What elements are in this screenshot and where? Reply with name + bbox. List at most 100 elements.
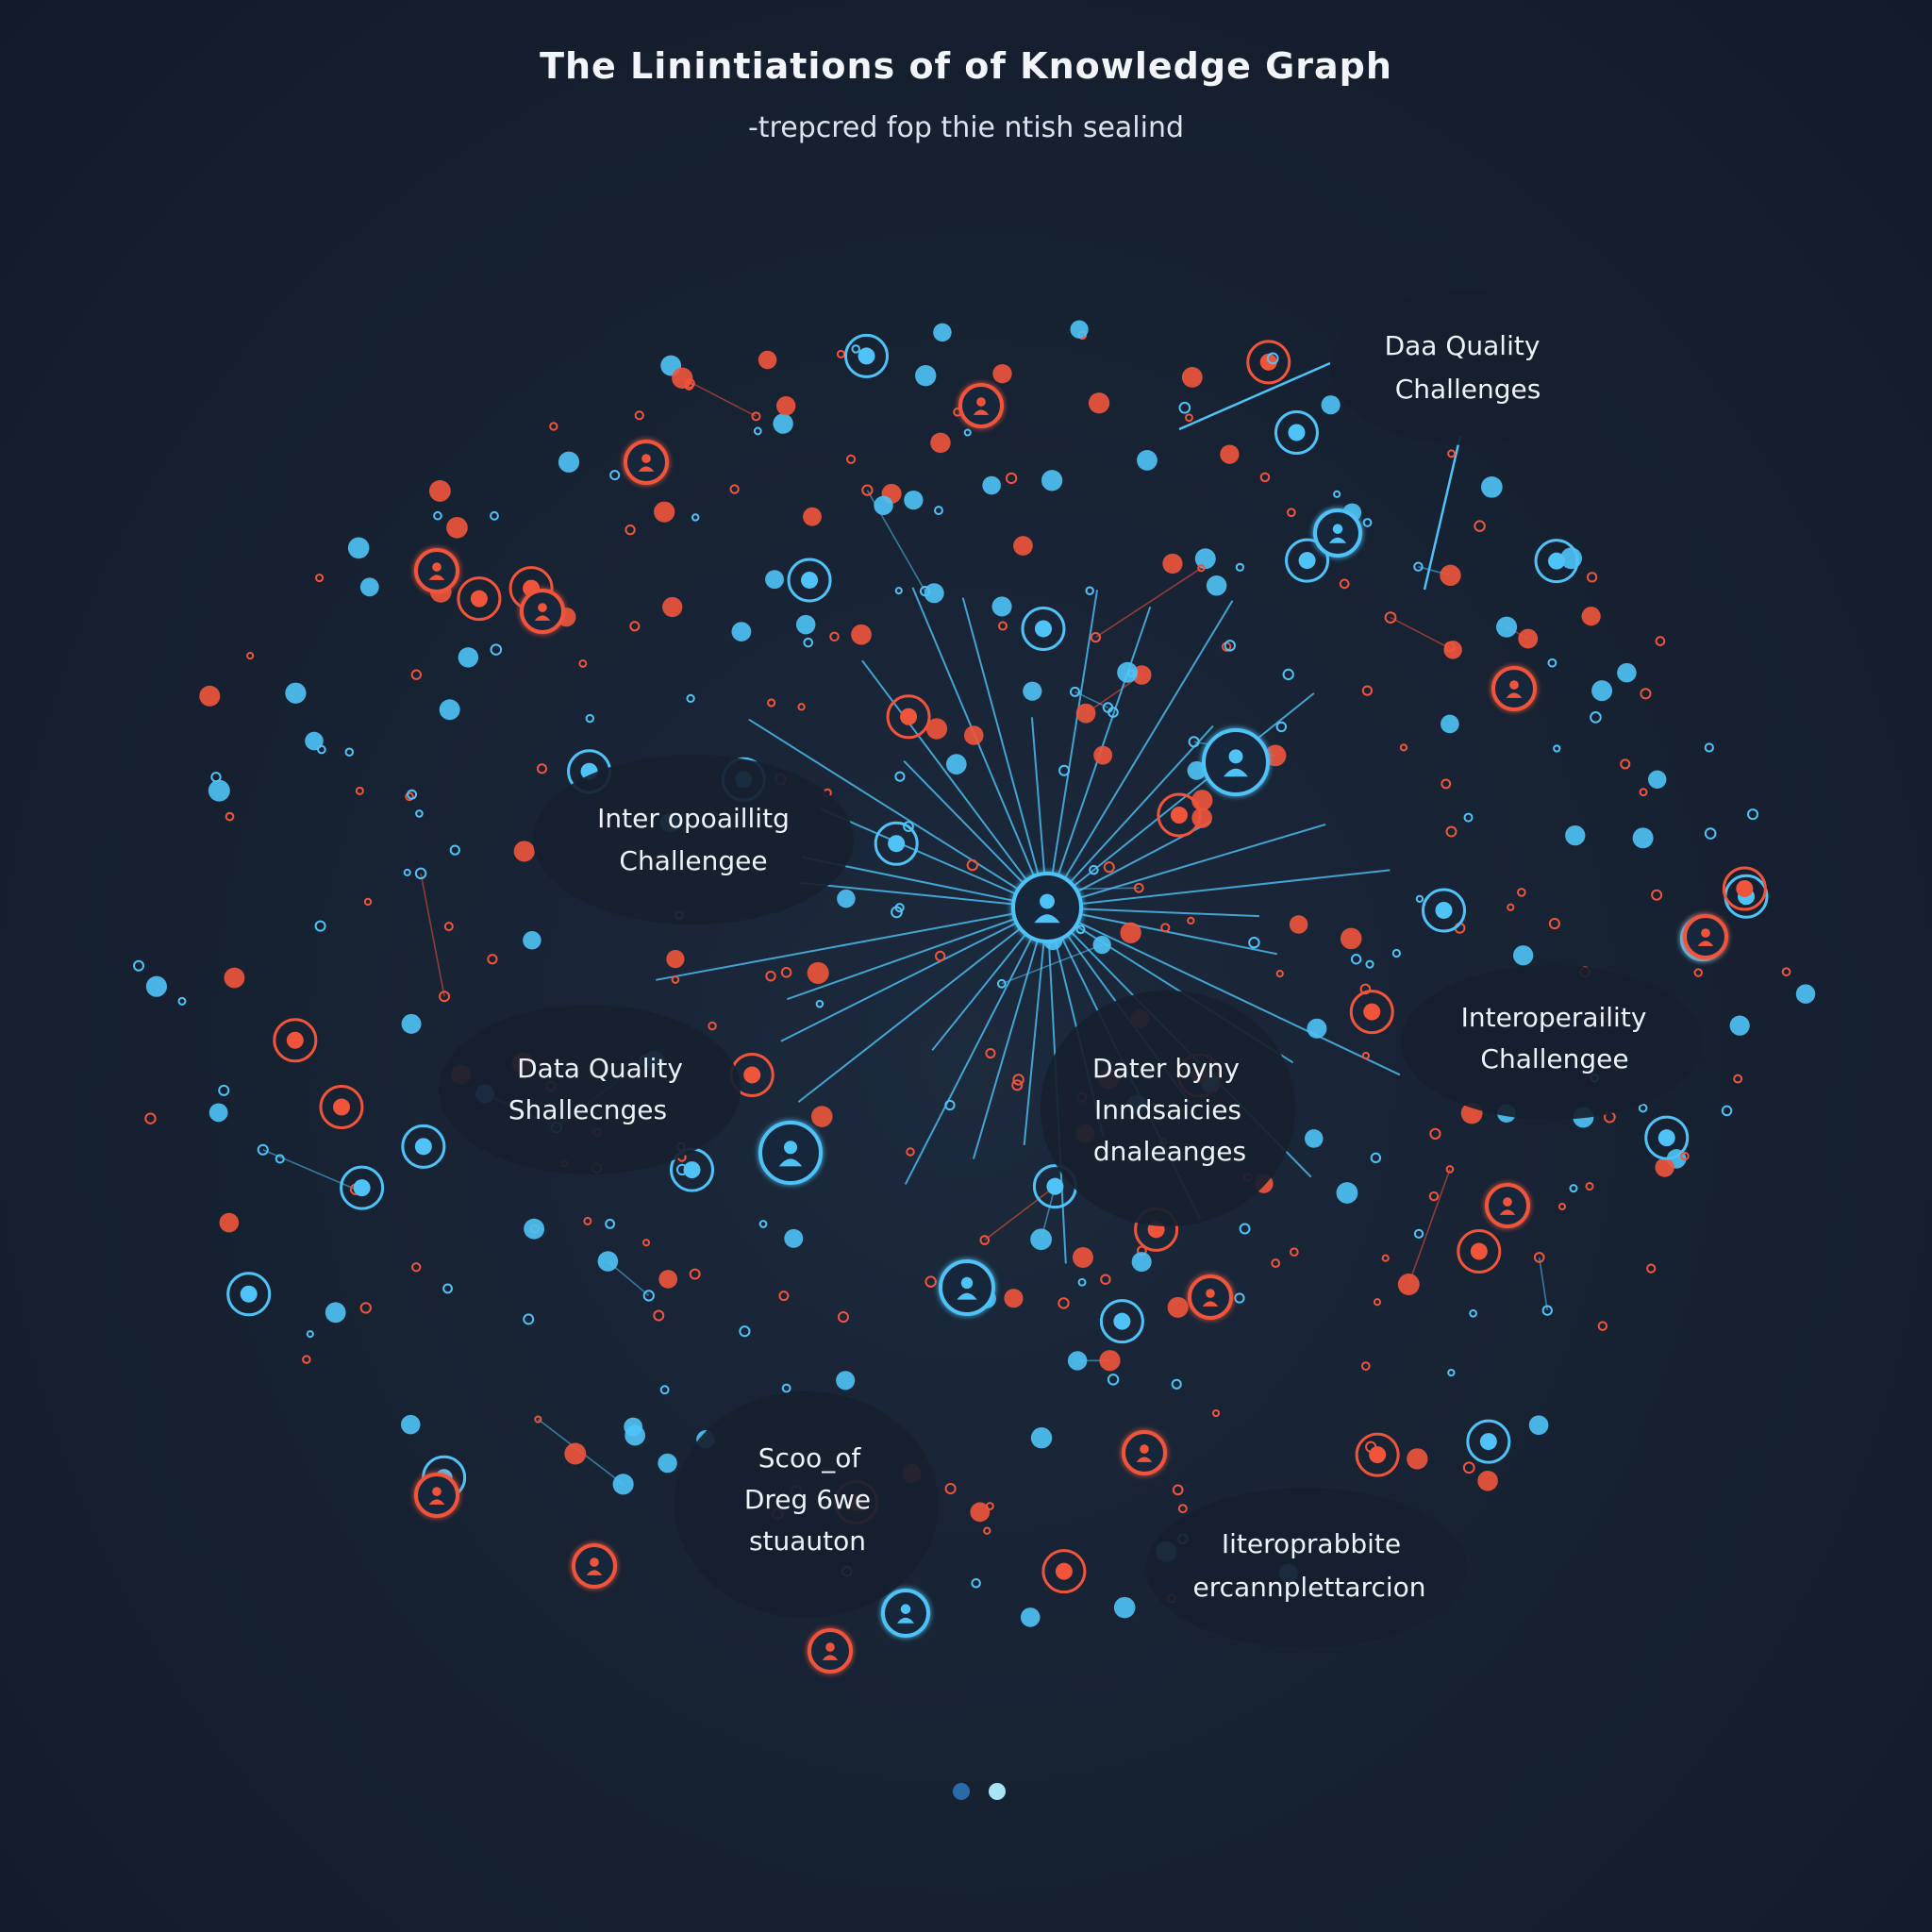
graph-node — [1397, 1274, 1420, 1295]
graph-node — [1591, 680, 1613, 702]
pager-dot-active[interactable] — [989, 1783, 1006, 1800]
person-icon-body — [586, 1570, 603, 1575]
graph-node-small — [1597, 1321, 1608, 1331]
graph-node — [1113, 1312, 1131, 1330]
graph-node — [1479, 1433, 1497, 1451]
graph-node-small — [443, 922, 454, 932]
graph-node — [784, 1228, 804, 1248]
graph-node — [970, 1502, 991, 1523]
graph-node-small — [487, 954, 498, 965]
graph-node — [470, 590, 488, 608]
graph-node — [1480, 475, 1503, 498]
person-icon-body — [896, 1617, 915, 1624]
graph-node-small — [1178, 401, 1191, 414]
bubble-line: Inndsaicies — [1094, 1094, 1241, 1125]
graph-node-small — [1541, 1305, 1553, 1316]
graph-node-small — [1640, 688, 1652, 700]
bubble-line: Interoperaility — [1461, 1002, 1647, 1033]
graph-node-small — [1234, 1292, 1245, 1304]
graph-node — [1655, 1158, 1674, 1177]
graph-node-small — [1646, 1263, 1657, 1274]
graph-node — [1470, 1242, 1488, 1260]
graph-node — [1117, 661, 1139, 683]
graph-node-small — [979, 1235, 991, 1245]
graph-node-small — [629, 621, 641, 632]
graph-node-small — [407, 789, 418, 800]
graph-node-small — [836, 349, 846, 358]
bubble-data-quality-top[interactable]: Daa Quality Challenges — [1330, 291, 1604, 445]
graph-edge — [262, 1149, 357, 1191]
graph-node — [1170, 807, 1188, 824]
graph-node-small — [971, 1577, 981, 1589]
graph-node — [963, 725, 984, 745]
person-icon-head — [590, 1557, 599, 1567]
graph-node-ring — [401, 1124, 446, 1169]
graph-node-small — [1680, 1151, 1690, 1161]
bubble-interoperability-bottom[interactable]: Iiteroprabbite ercannplettarcion — [1146, 1488, 1467, 1648]
graph-node — [795, 614, 816, 635]
bubble-scope-bottom[interactable]: Scoo_of Dreg 6we stuauton — [675, 1391, 939, 1618]
graph-node-small — [403, 868, 411, 876]
person-icon-body — [1136, 1457, 1153, 1462]
graph-node-small — [1011, 1079, 1024, 1091]
graph-node-small — [1704, 827, 1717, 840]
bubble-interoperability-left[interactable]: Inter opoaillitg Challengee — [533, 755, 854, 924]
graph-node — [1020, 1607, 1041, 1627]
graph-node-small — [218, 1084, 230, 1096]
graph-node-small — [1590, 711, 1602, 724]
hub-spoke — [1046, 724, 1214, 908]
graph-node-ring — [1421, 888, 1466, 933]
bubble-data-quality-left[interactable]: Data Quality Shallecnges — [439, 1005, 741, 1174]
person-icon-body — [428, 575, 445, 580]
hub-spoke — [1046, 692, 1315, 908]
graph-node — [992, 363, 1012, 384]
graph-node-small — [1171, 1378, 1182, 1390]
graph-node-small — [1235, 562, 1245, 572]
person-icon-body — [428, 1499, 445, 1505]
bubble-line: dnaleanges — [1093, 1136, 1246, 1167]
hub-spoke — [748, 718, 1048, 908]
graph-node — [888, 835, 906, 853]
hub-spoke — [1046, 907, 1401, 1076]
pager-dot[interactable] — [953, 1783, 970, 1800]
graph-node-small — [1507, 903, 1515, 911]
graph-node-small — [803, 637, 814, 648]
graph-node — [924, 583, 944, 604]
graph-node-ring — [844, 333, 890, 378]
graph-node-small — [314, 920, 326, 932]
graph-node-small — [944, 1099, 956, 1111]
graph-node — [1187, 760, 1207, 780]
hub-spoke — [972, 907, 1048, 1159]
graph-node-small — [410, 669, 423, 680]
graph-node-ring — [1041, 1549, 1087, 1594]
graph-node-small — [1746, 808, 1759, 821]
graph-node — [446, 517, 468, 539]
graph-node-small — [355, 786, 364, 795]
graph-node-small — [133, 959, 145, 972]
bubble-interoperability-right[interactable]: Interoperaility Challengee — [1401, 965, 1703, 1120]
graph-node-small — [490, 510, 499, 521]
graph-node-small — [1381, 1254, 1390, 1262]
graph-node — [612, 1474, 634, 1495]
graph-node — [1648, 770, 1667, 790]
graph-node-small — [1548, 917, 1560, 930]
graph-node-small — [729, 484, 740, 494]
person-icon-body — [957, 1292, 977, 1300]
graph-node-small — [642, 1239, 651, 1247]
graph-node — [1363, 1003, 1381, 1021]
bubble-line: ercannplettarcion — [1192, 1572, 1425, 1603]
person-icon-head — [1701, 928, 1710, 938]
graph-node — [1632, 827, 1654, 849]
graph-node-small — [1012, 1074, 1024, 1086]
graph-node-small — [906, 1147, 915, 1157]
graph-node-small — [996, 978, 1007, 989]
graph-node-small — [1211, 1408, 1221, 1418]
graph-node-small — [1058, 1297, 1070, 1309]
graph-node — [1206, 575, 1227, 596]
graph-node-small — [1553, 744, 1561, 753]
graph-node-small — [767, 698, 776, 708]
graph-node-small — [439, 991, 451, 1003]
bubble-center-right[interactable]: Dater byny Inndsaicies dnaleanges — [1041, 991, 1295, 1226]
bubble-line: Dreg 6we — [744, 1484, 871, 1515]
